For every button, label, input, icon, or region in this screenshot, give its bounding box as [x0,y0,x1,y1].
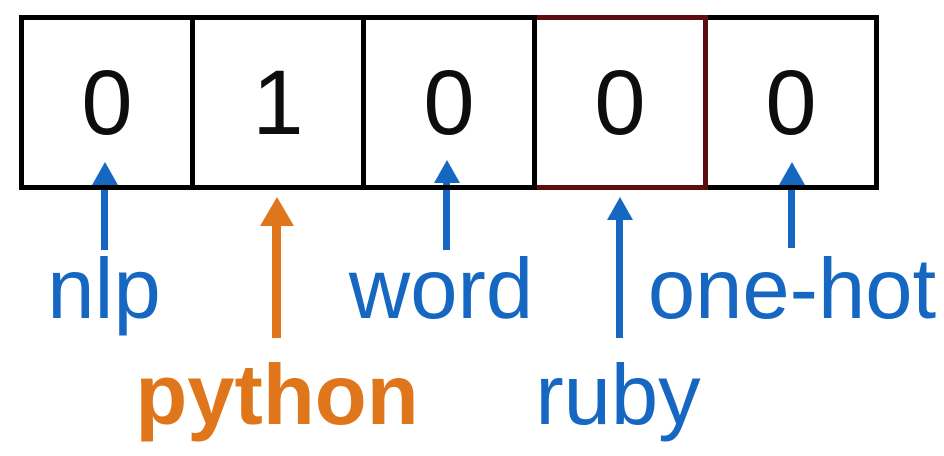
label-word: word [348,242,534,337]
arrow-shaft [272,224,281,338]
arrow-shaft [101,183,108,250]
arrow-shaft [788,183,795,248]
vector-cell-5: 0 [703,15,879,190]
cell-value: 1 [252,51,304,154]
label-nlp: nlp [47,242,161,337]
arrowhead-icon [434,160,460,183]
arrowhead-icon [779,162,805,185]
vector-cell-2: 1 [190,15,366,190]
cell-value: 0 [81,51,133,154]
cell-value: 0 [765,51,817,154]
cell-value: 0 [423,51,475,154]
vector-cell-3: 0 [361,15,537,190]
arrowhead-icon [607,197,633,220]
arrow-shaft [443,181,450,250]
label-python: python [135,348,419,443]
label-ruby: ruby [535,348,701,443]
vector-cell-4-highlighted: 0 [532,15,708,190]
vector-row: 0 1 0 0 0 [19,15,879,190]
arrow-shaft [616,218,623,338]
cell-value: 0 [594,51,646,154]
label-one-hot: one-hot [647,242,937,337]
arrowhead-icon [92,162,118,185]
vector-cell-1: 0 [19,15,195,190]
arrowhead-icon [260,197,294,226]
